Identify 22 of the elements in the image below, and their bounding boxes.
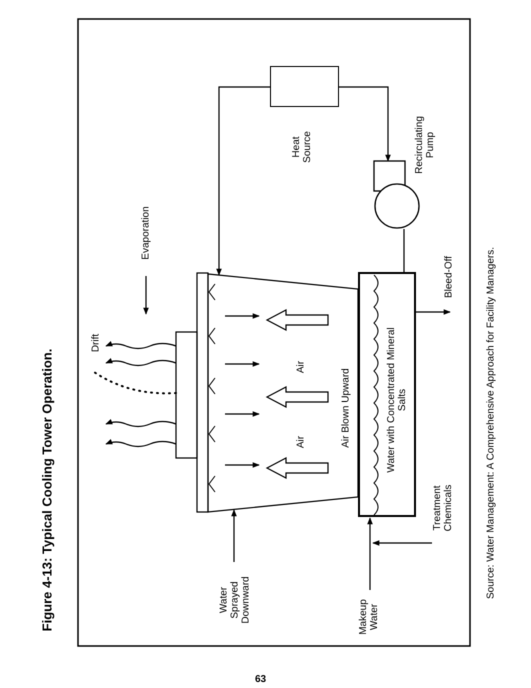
basin-label: Water with Concentrated Mineral Salts xyxy=(386,326,408,475)
air-flow-label: Air Blown Upward xyxy=(340,367,352,450)
connector-line xyxy=(231,509,237,562)
callout-label: Makeup Water xyxy=(358,598,380,637)
air-label: Air xyxy=(296,360,306,376)
callout-label: Treatment Chemicals xyxy=(432,484,454,534)
callout-label: Bleed-Off xyxy=(444,254,454,300)
callout-label: Water Sprayed Downward xyxy=(218,575,252,626)
source-caption: Source: Water Management: A Comprehensive Approach for Facility Managers. xyxy=(486,246,496,602)
figure-title: Figure 4-13: Typical Cooling Tower Operation. xyxy=(40,348,54,634)
connector-line xyxy=(339,86,391,162)
air-label: Air xyxy=(296,434,306,450)
connector-line xyxy=(216,86,270,276)
connector-line xyxy=(372,540,432,546)
connector-line xyxy=(416,309,451,315)
direction-label: Evaporation xyxy=(140,205,152,262)
page-number: 63 xyxy=(255,674,266,685)
component-label: Recirculating Pump xyxy=(414,115,436,176)
connector-line xyxy=(403,229,405,272)
drift-label: Drift xyxy=(90,332,102,354)
connector-line xyxy=(367,517,373,590)
component-label: Heat Source xyxy=(291,130,313,165)
